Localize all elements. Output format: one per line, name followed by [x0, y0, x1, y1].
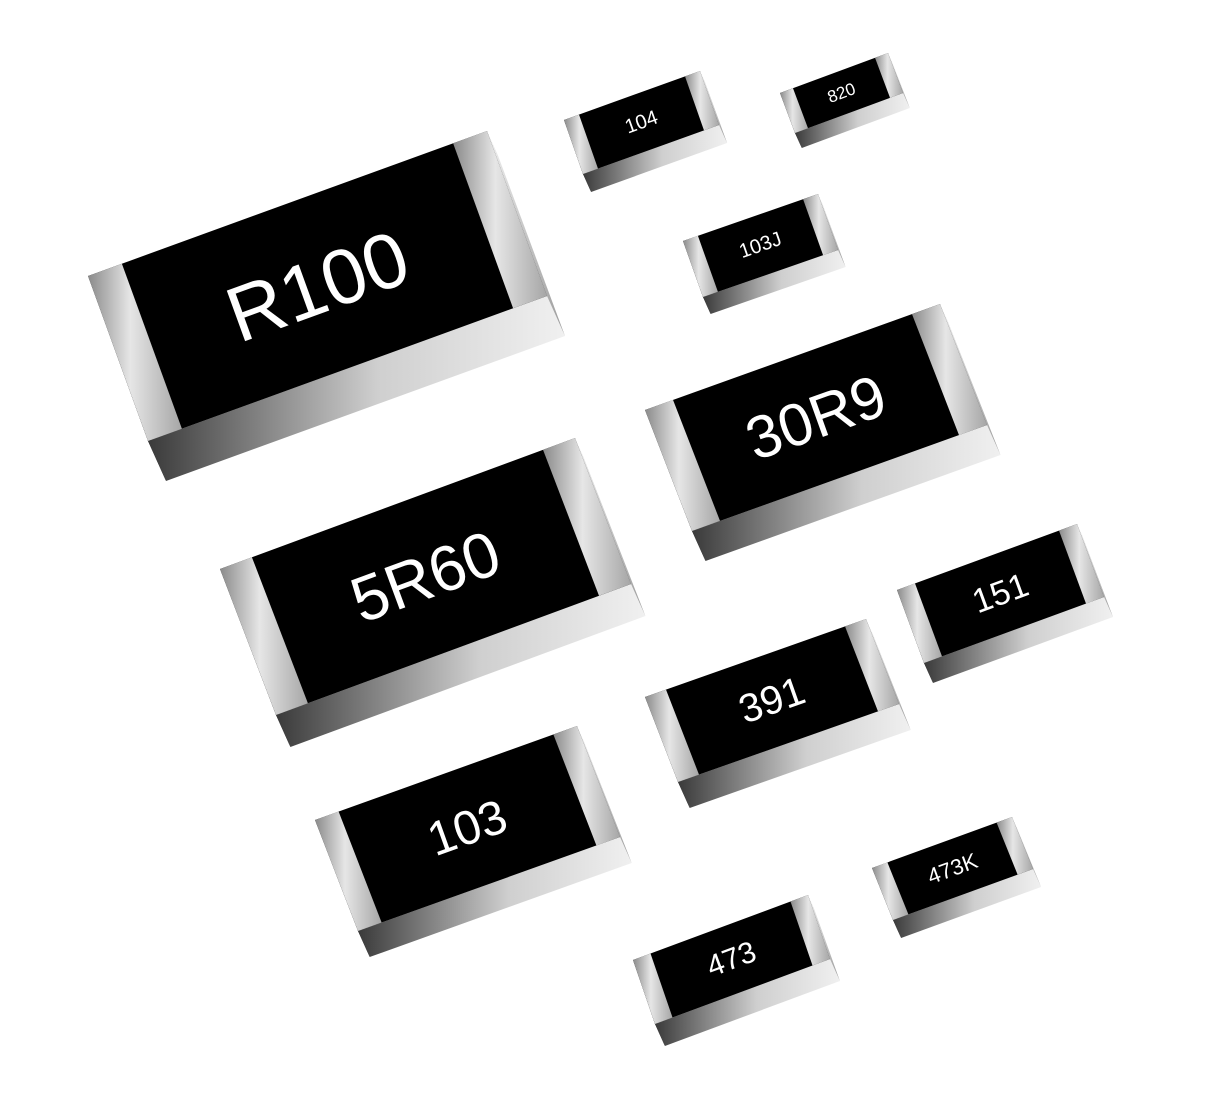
resistor-right-end — [577, 726, 632, 863]
resistor-body — [872, 817, 1033, 920]
resistor-body — [633, 895, 830, 1024]
resistor-terminal-right — [685, 71, 719, 131]
resistor-body — [564, 71, 719, 174]
resistor-body — [645, 619, 899, 782]
resistor-right-end — [1077, 524, 1113, 617]
resistor-terminal-left — [897, 583, 942, 663]
smd-resistor-391: 391 — [645, 619, 911, 808]
resistor-terminal-right — [875, 53, 903, 98]
smd-resistor-473: 473 — [633, 895, 840, 1046]
resistor-terminal-left — [633, 953, 673, 1024]
resistor-bottom-side — [692, 425, 1001, 561]
resistor-terminal-left — [220, 557, 308, 715]
resistor-bottom-side — [703, 250, 846, 314]
resistor-bottom-side — [893, 869, 1042, 938]
smd-resistor-151: 151 — [897, 524, 1113, 683]
smd-resistor-820: 820 — [780, 53, 910, 148]
smd-resistor-473k: 473K — [872, 817, 1042, 938]
resistor-body — [315, 726, 620, 931]
resistor-terminal-right — [845, 619, 899, 712]
resistor-body — [645, 304, 987, 531]
resistor-terminal-left — [872, 862, 909, 920]
resistor-body — [88, 131, 547, 441]
resistor-bottom-side — [924, 597, 1113, 683]
resistor-terminal-right — [543, 438, 631, 596]
resistor-right-end — [700, 71, 728, 143]
resistor-terminal-left — [315, 811, 382, 931]
resistor-terminal-left — [564, 114, 598, 174]
resistor-right-end — [866, 619, 911, 730]
resistor-terminal-right — [453, 131, 547, 309]
resistor-right-end — [888, 53, 910, 108]
smd-resistor-103j: 103J — [683, 194, 846, 314]
resistor-bottom-side — [148, 296, 565, 481]
resistor-bottom-side — [678, 704, 911, 808]
resistor-body — [897, 524, 1104, 663]
resistor-right-end — [818, 194, 846, 267]
resistor-bottom-side — [583, 125, 728, 192]
smd-resistor-104: 104 — [564, 71, 728, 192]
resistor-body — [220, 438, 631, 715]
resistor-terminal-right — [553, 726, 620, 846]
resistor-terminal-right — [790, 895, 830, 966]
resistor-bottom-side — [276, 584, 646, 747]
resistor-terminal-right — [996, 817, 1033, 875]
resistor-terminal-left — [645, 689, 699, 782]
resistor-body — [683, 194, 838, 297]
resistor-bottom-side — [795, 93, 910, 148]
resistor-terminal-left — [88, 263, 182, 441]
resistor-bottom-side — [655, 959, 840, 1046]
smd-resistor-30r9: 30R9 — [645, 304, 1001, 561]
resistor-body — [780, 53, 903, 133]
resistor-terminal-right — [912, 304, 987, 436]
resistor-right-end — [487, 131, 565, 336]
resistor-bottom-side — [358, 837, 632, 957]
resistor-right-end — [940, 304, 1001, 455]
smd-resistor-r100: R100 — [88, 131, 565, 481]
resistor-terminal-left — [683, 235, 718, 297]
smd-resistor-103: 103 — [315, 726, 632, 957]
resistor-right-end — [808, 895, 840, 981]
resistor-terminal-left — [645, 399, 720, 531]
resistor-right-end — [575, 438, 646, 616]
resistor-terminal-right — [1059, 524, 1104, 604]
resistor-right-end — [1012, 817, 1042, 887]
resistor-terminal-right — [803, 194, 838, 256]
smd-resistor-5r60: 5R60 — [220, 438, 646, 747]
resistor-terminal-left — [780, 88, 808, 133]
